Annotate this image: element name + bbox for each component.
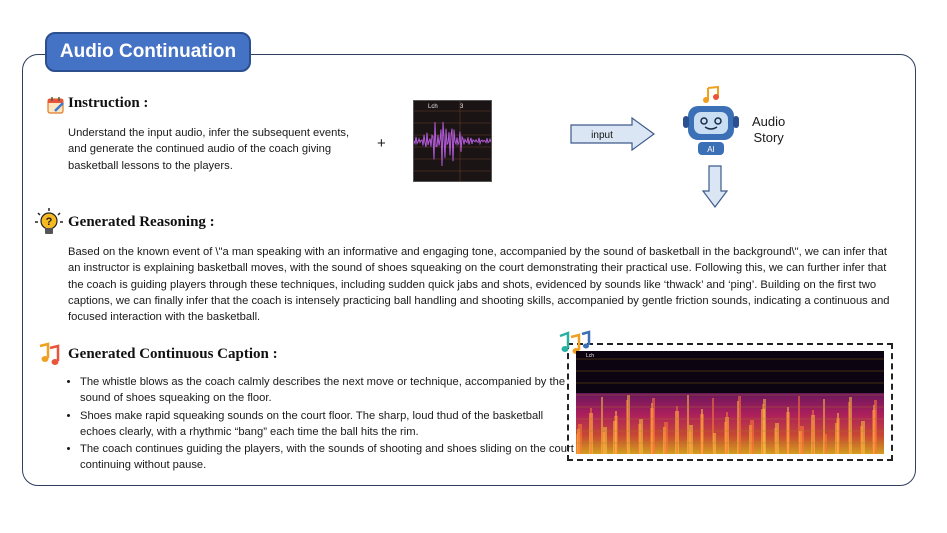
list-item: The whistle blows as the coach calmly de… [80,374,580,407]
music-notes-icon [39,342,60,365]
spectrogram-streak [775,423,779,454]
spectrogram-streak [689,425,693,454]
waveform-marker: 3 [460,104,464,110]
reasoning-text: Based on the known event of \"a man spea… [68,246,890,324]
calendar-icon [47,97,64,114]
spectrogram-streak [615,411,617,454]
spectrogram-streak [800,426,804,454]
svg-text:?: ? [46,216,53,228]
spectrogram-streak [712,398,714,454]
instruction-heading: Instruction : [68,95,149,111]
output-arrow [702,165,728,208]
model-label: Audio Story [752,114,785,146]
spectrogram-streak [627,395,630,454]
spectrogram-streak [701,409,703,454]
reasoning-heading: Generated Reasoning : [68,214,215,230]
spectrogram-streak [726,412,728,454]
spectrogram-streak [750,420,754,454]
spectrogram-streak [664,422,668,454]
spectrogram-streak [601,397,603,454]
lightbulb-icon: ? [35,208,63,234]
model-label-line1: Audio [752,114,786,129]
instruction-text: Understand the input audio, infer the su… [68,127,350,172]
spectrogram-streak [798,396,800,454]
spectrogram-image: Lch [576,351,884,454]
list-item: Shoes make rapid squeaking sounds on the… [80,408,580,441]
spectrogram-frame [567,343,893,461]
spectrogram-streak [652,398,655,454]
caption-list: The whistle blows as the coach calmly de… [62,374,580,475]
caption-heading: Generated Continuous Caption : [68,346,278,362]
spectrogram-streak [738,396,741,454]
spectrogram-streak [787,407,789,454]
list-item: The coach continues guiding the players,… [80,441,580,474]
spectrogram-streak [578,424,582,454]
spectrogram-streak [812,410,814,454]
spectrogram-streak [823,399,825,454]
input-arrow: input [570,117,656,151]
robot-badge: AI [707,145,715,154]
page-title: Audio Continuation [45,32,251,72]
spectrogram-streak [874,400,877,454]
spectrogram-streak [849,397,852,454]
robot-icon: AI [683,86,739,155]
spectrogram-label: Lch [586,353,594,359]
waveform-label: Lch [428,104,438,110]
waveform-image: Lch 3 [413,100,492,182]
model-label-line2: Story [753,130,784,145]
spectrogram-streak [824,434,827,454]
spectrogram-streak [713,433,716,454]
plus-sign: + [377,135,386,152]
spectrogram-streak [837,413,839,454]
spectrogram-streak [687,395,689,454]
content-frame [22,54,916,486]
spectrogram-streak [676,406,678,454]
spectrogram-streak [861,421,865,454]
spectrogram-streak [639,419,643,454]
spectrogram-streak [763,399,766,454]
input-arrow-label: input [591,130,613,141]
spectrogram-streak [603,427,607,454]
